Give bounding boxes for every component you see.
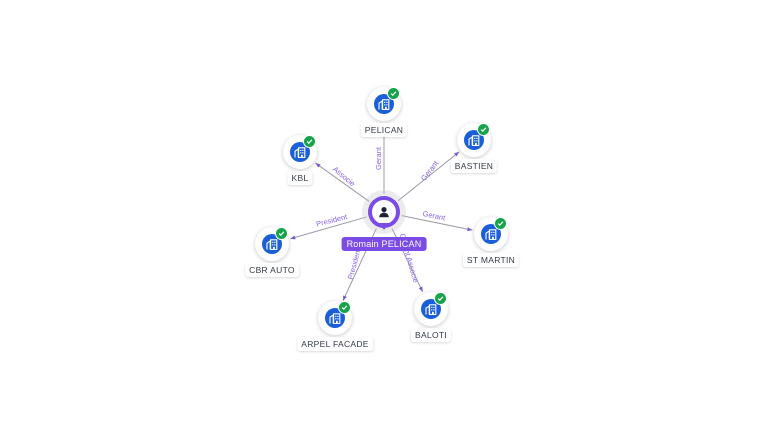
company-name-label[interactable]: PELICAN [360,123,408,137]
company-name-label[interactable]: ARPEL FACADE [297,337,373,351]
company-name-label[interactable]: CBR AUTO [245,263,299,277]
company-bubble[interactable] [457,123,491,157]
company-bubble[interactable] [367,87,401,121]
person-node[interactable] [368,196,400,230]
relation-line-kbl [315,162,370,202]
relation-arrow-kbl [315,163,321,168]
relation-line-cbr-auto [290,216,367,240]
company-name-label[interactable]: BALOTI [410,328,452,342]
person-name-label[interactable]: Romain PELICAN [341,237,427,251]
relation-arrow-st-martin [467,227,473,232]
company-name-label[interactable]: ST MARTIN [462,253,520,267]
verified-check-icon [434,292,447,305]
verified-check-icon [494,217,507,230]
relation-line-st-martin [401,215,473,231]
company-name-label[interactable]: BASTIEN [450,159,498,173]
company-bubble[interactable] [474,217,508,251]
building-icon [421,299,441,319]
building-icon [325,308,345,328]
verified-check-icon [477,123,490,136]
relation-label-bastien: Gerant [419,158,441,182]
relation-arrow-arpel-facade [342,295,347,301]
verified-check-icon [303,135,316,148]
company-bubble[interactable] [255,227,289,261]
company-bubble[interactable] [414,292,448,326]
relation-arrow-bastien [454,151,460,157]
verified-check-icon [275,227,288,240]
building-icon [464,130,484,150]
building-icon [262,234,282,254]
relation-label-pelican: Gerant [374,146,383,170]
company-bubble[interactable] [318,301,352,335]
building-icon [481,224,501,244]
company-bubble[interactable] [283,135,317,169]
building-icon [374,94,394,114]
relation-line-bastien [397,151,460,202]
verified-check-icon [338,301,351,314]
relation-arrow-baloti [418,286,423,292]
company-name-label[interactable]: KBL [287,171,313,185]
relation-arrow-cbr-auto [290,235,296,240]
building-icon [290,142,310,162]
relation-label-cbr-auto: President [315,212,349,229]
person-icon [379,207,389,218]
verified-check-icon [387,87,400,100]
